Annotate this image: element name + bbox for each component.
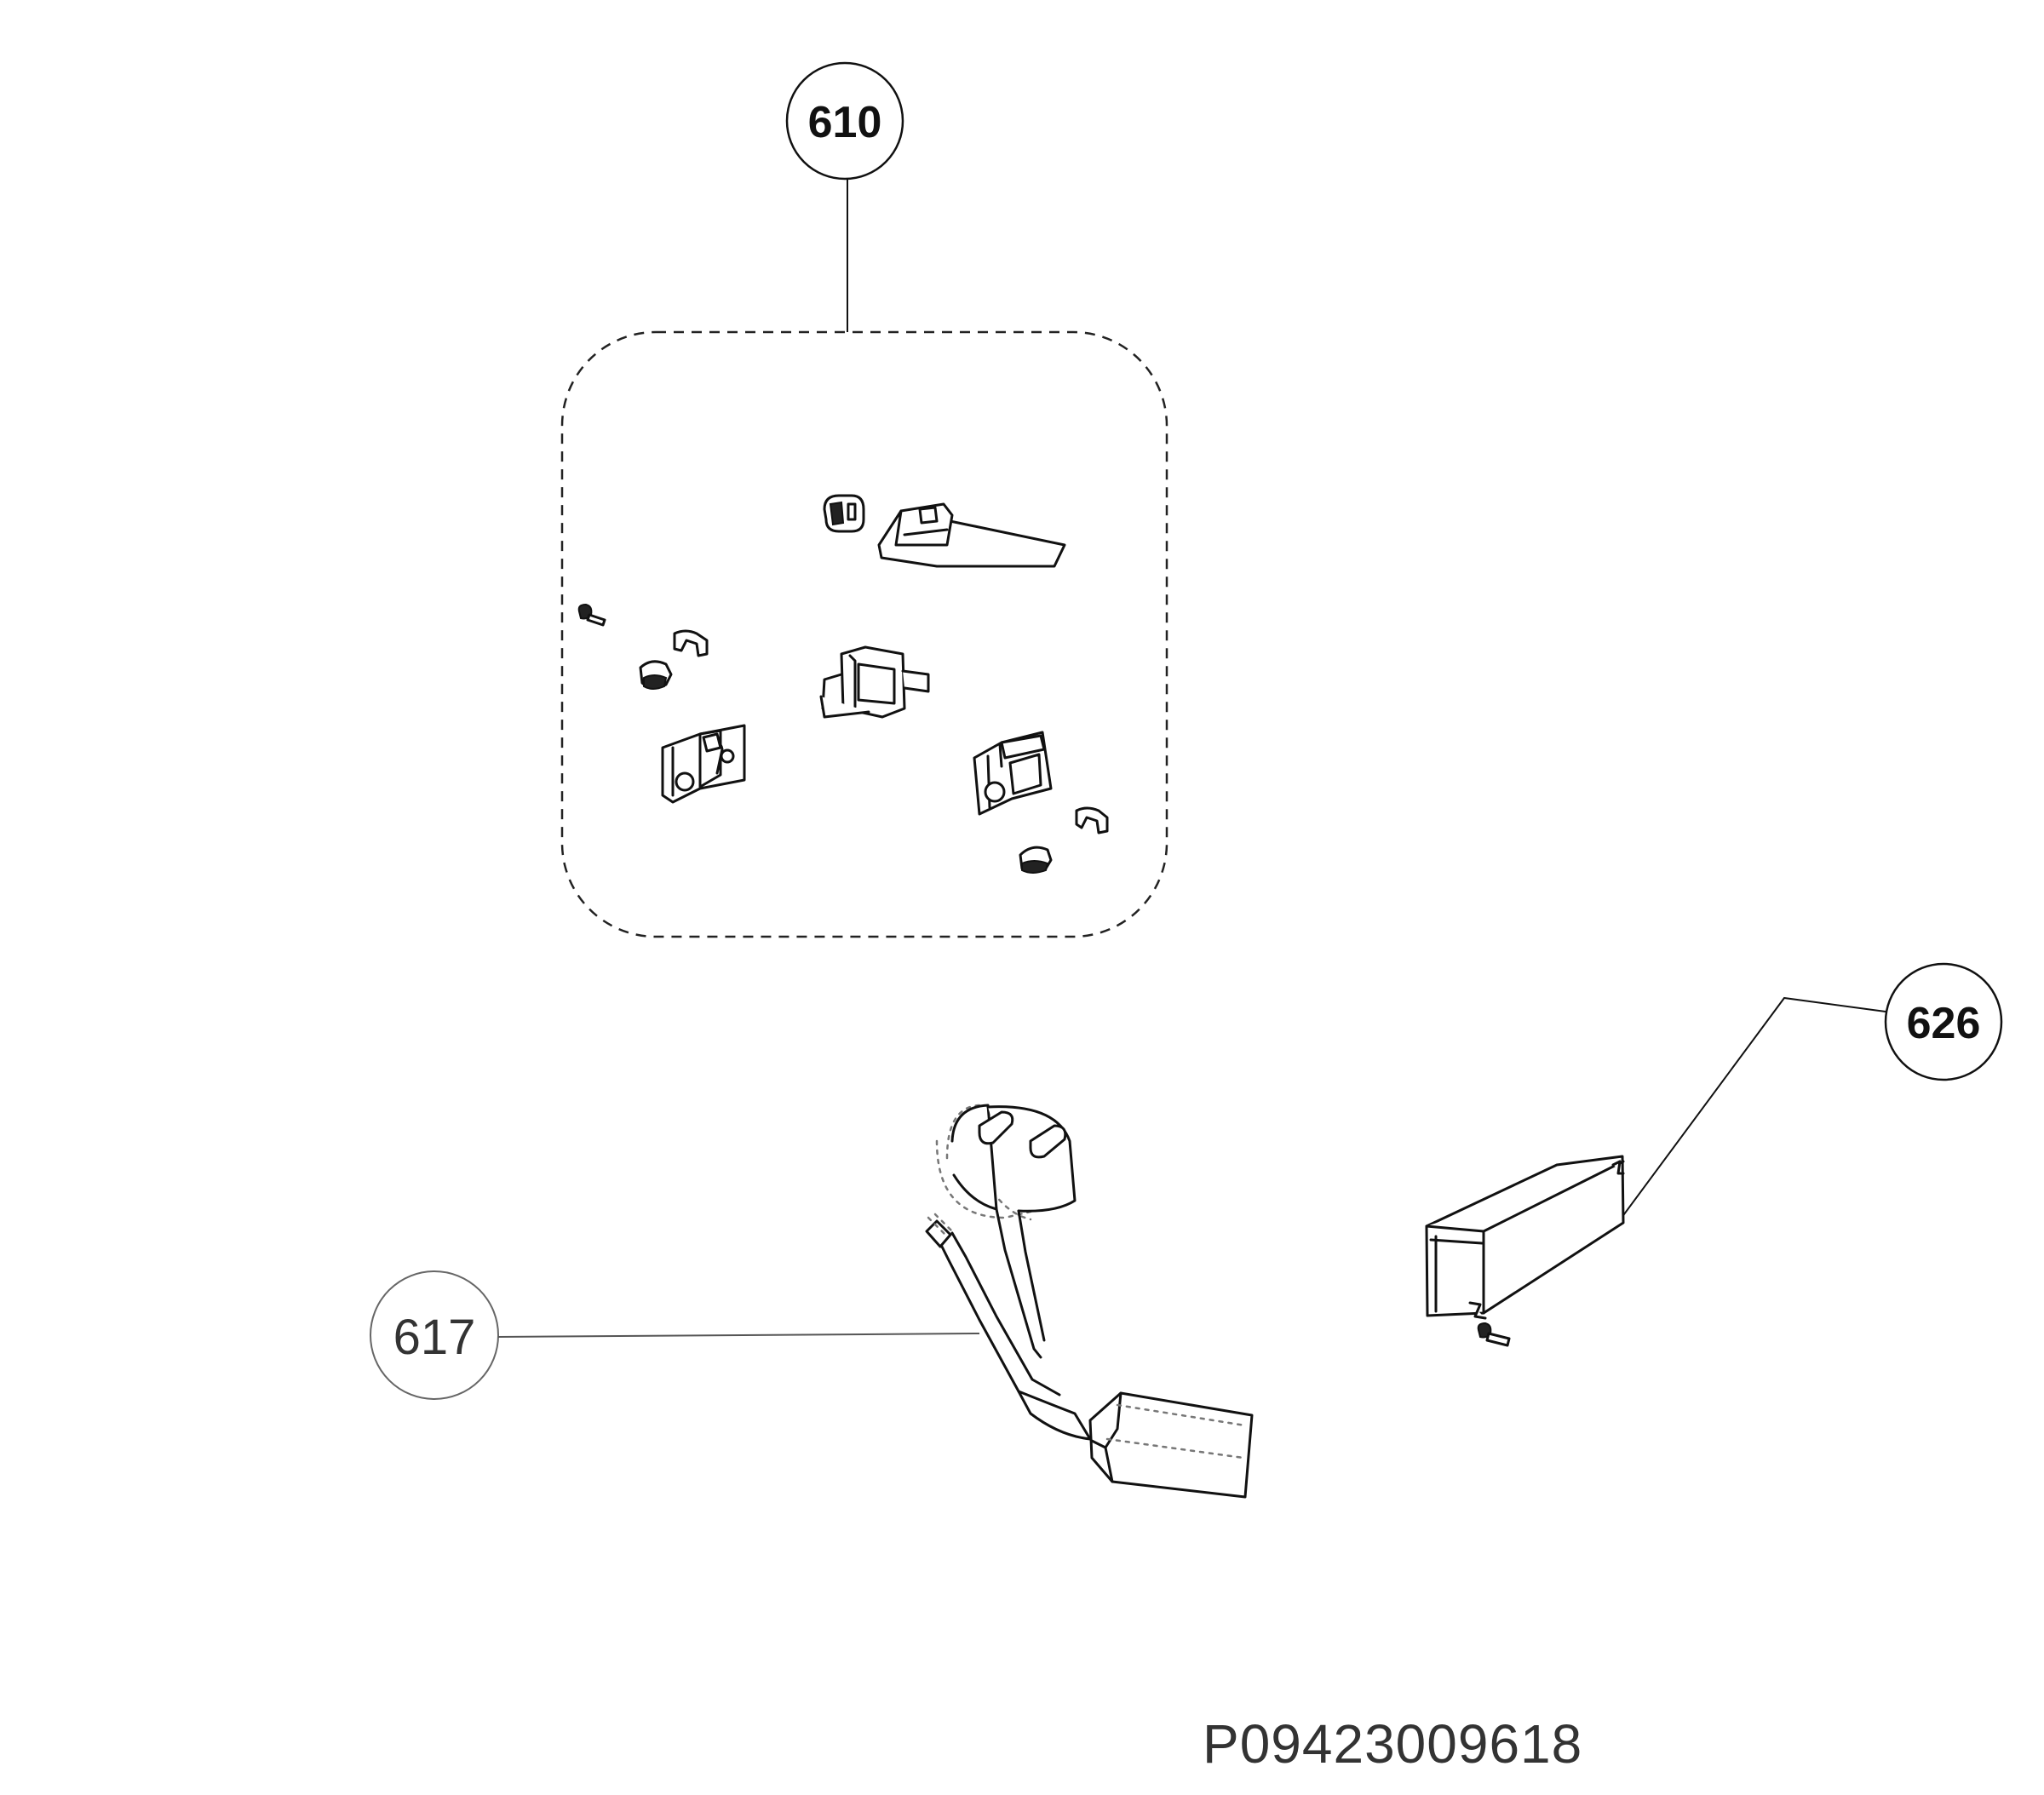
drawing-code: P09423009618 (1203, 1713, 1582, 1775)
screw-small (577, 603, 606, 627)
hinge-block-left (661, 724, 746, 804)
center-bracket (819, 645, 930, 719)
clip-left-upper (673, 629, 709, 657)
clip-right-lower (1019, 846, 1053, 874)
callout-626[interactable]: 626 (1884, 962, 2003, 1081)
module-box-626 (1425, 1155, 1625, 1347)
leader-line-617 (497, 1333, 980, 1338)
power-cord-617 (925, 1104, 1254, 1499)
hinge-cap (823, 494, 865, 533)
leader-line-626 (1621, 996, 1886, 1219)
module-box-screw (1477, 1322, 1511, 1347)
kit-610-parts (577, 494, 1109, 874)
callout-626-label: 626 (1907, 999, 1981, 1048)
hinge-bracket (877, 502, 1066, 568)
callout-610[interactable]: 610 (785, 61, 904, 181)
callout-610-label: 610 (808, 98, 882, 147)
clip-left-lower (639, 660, 673, 690)
kit-610-boundary (560, 330, 1168, 938)
callout-617-label: 617 (393, 1310, 476, 1365)
hinge-block-right (973, 731, 1053, 816)
callout-617[interactable]: 617 (370, 1270, 499, 1400)
clip-right-upper (1075, 806, 1109, 834)
